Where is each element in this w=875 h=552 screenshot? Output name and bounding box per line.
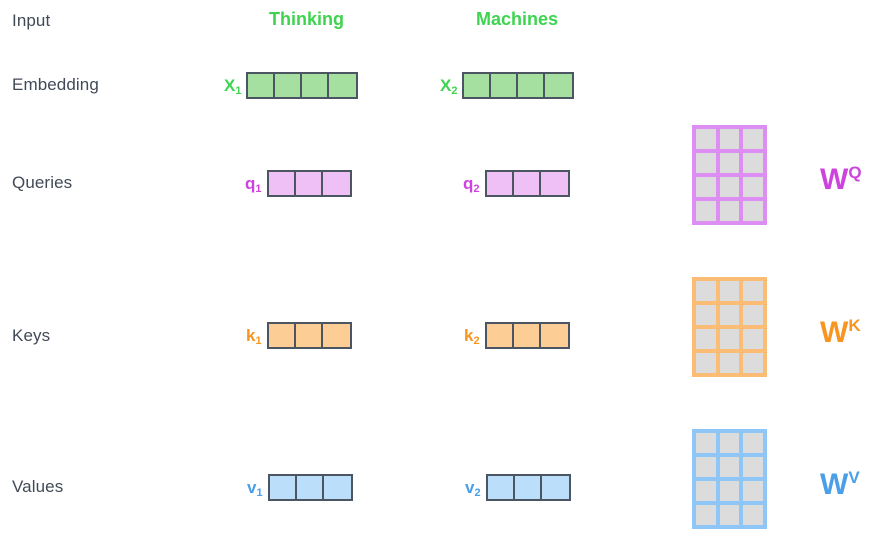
matrix-cell <box>719 201 740 221</box>
vector-cells-q1 <box>266 170 352 197</box>
matrix-cell <box>743 201 763 221</box>
vector-cells-v1 <box>267 474 353 501</box>
matrix-cell <box>743 505 763 525</box>
vector-cell <box>540 172 568 195</box>
matrix-cell <box>696 177 716 197</box>
vector-embedding-2: X2 <box>440 72 575 99</box>
matrix-cell <box>743 281 763 301</box>
vector-cell <box>518 74 546 97</box>
vector-label-v2: v2 <box>465 478 481 499</box>
weight-matrix-key <box>692 277 767 377</box>
matrix-cell <box>696 305 716 325</box>
vector-embedding-1: X1 <box>224 72 359 99</box>
vector-cells-k1 <box>266 322 352 349</box>
vector-cell <box>269 476 297 499</box>
matrix-cell <box>719 329 740 349</box>
matrix-cell <box>743 329 763 349</box>
vector-label-x1: X1 <box>224 76 242 97</box>
weight-matrix-query <box>692 125 767 225</box>
matrix-cell <box>719 153 740 173</box>
vector-label-q1: q1 <box>245 174 262 195</box>
matrix-cell <box>743 353 763 373</box>
matrix-cell <box>719 177 740 197</box>
weight-label-wv: WV <box>820 468 860 501</box>
matrix-cell <box>696 129 716 149</box>
matrix-cell <box>719 481 740 501</box>
vector-cell <box>296 476 324 499</box>
matrix-cell <box>696 457 716 477</box>
matrix-cell <box>743 153 763 173</box>
vector-key-2: k2 <box>464 322 570 349</box>
weight-matrix-value <box>692 429 767 529</box>
matrix-cell <box>743 481 763 501</box>
vector-label-v1: v1 <box>247 478 263 499</box>
vector-key-1: k1 <box>246 322 352 349</box>
matrix-cell <box>743 457 763 477</box>
weight-label-wk: WK <box>820 316 861 349</box>
matrix-cell <box>696 153 716 173</box>
matrix-cell <box>743 433 763 453</box>
vector-cell <box>248 74 276 97</box>
vector-cell <box>268 324 296 347</box>
vector-cell <box>275 74 303 97</box>
vector-label-k1: k1 <box>246 326 262 347</box>
vector-cell <box>540 324 568 347</box>
matrix-cell <box>696 281 716 301</box>
vector-cells-v2 <box>485 474 571 501</box>
vector-cells-x1 <box>246 72 359 99</box>
vector-cell <box>302 74 330 97</box>
vector-cell <box>322 324 350 347</box>
matrix-cell <box>743 129 763 149</box>
vector-query-1: q1 <box>245 170 352 197</box>
row-label-values: Values <box>12 477 64 496</box>
vector-cell <box>295 324 323 347</box>
vector-cell <box>295 172 323 195</box>
vector-cell <box>514 476 542 499</box>
vector-cell <box>486 172 514 195</box>
matrix-cell <box>743 305 763 325</box>
matrix-cell <box>719 281 740 301</box>
vector-value-1: v1 <box>247 474 353 501</box>
vector-cell <box>329 74 357 97</box>
matrix-cell <box>696 201 716 221</box>
token-header-1: Thinking <box>269 9 344 29</box>
vector-cells-k2 <box>484 322 570 349</box>
vector-cell <box>491 74 519 97</box>
vector-cell <box>268 172 296 195</box>
vector-value-2: v2 <box>465 474 571 501</box>
vector-cells-q2 <box>484 170 570 197</box>
matrix-cell <box>719 433 740 453</box>
matrix-cell <box>719 129 740 149</box>
row-label-queries: Queries <box>12 173 73 192</box>
row-label-embedding: Embedding <box>12 75 99 94</box>
weight-label-wq: WQ <box>820 163 862 196</box>
matrix-cell <box>696 353 716 373</box>
matrix-cell <box>719 353 740 373</box>
vector-cell <box>464 74 492 97</box>
vector-label-x2: X2 <box>440 76 458 97</box>
vector-cells-x2 <box>462 72 575 99</box>
matrix-cell <box>696 329 716 349</box>
vector-cell <box>487 476 515 499</box>
vector-label-q2: q2 <box>463 174 480 195</box>
matrix-cell <box>696 481 716 501</box>
matrix-cell <box>719 305 740 325</box>
matrix-cell <box>719 457 740 477</box>
matrix-cell <box>719 505 740 525</box>
vector-cell <box>513 172 541 195</box>
vector-cell <box>323 476 351 499</box>
vector-cell <box>486 324 514 347</box>
matrix-cell <box>743 177 763 197</box>
vector-query-2: q2 <box>463 170 570 197</box>
vector-cell <box>545 74 573 97</box>
row-label-keys: Keys <box>12 326 51 345</box>
vector-label-k2: k2 <box>464 326 480 347</box>
row-label-input: Input <box>12 11 51 30</box>
matrix-cell <box>696 433 716 453</box>
vector-cell <box>541 476 569 499</box>
token-header-2: Machines <box>476 9 559 29</box>
vector-cell <box>322 172 350 195</box>
vector-cell <box>513 324 541 347</box>
matrix-cell <box>696 505 716 525</box>
